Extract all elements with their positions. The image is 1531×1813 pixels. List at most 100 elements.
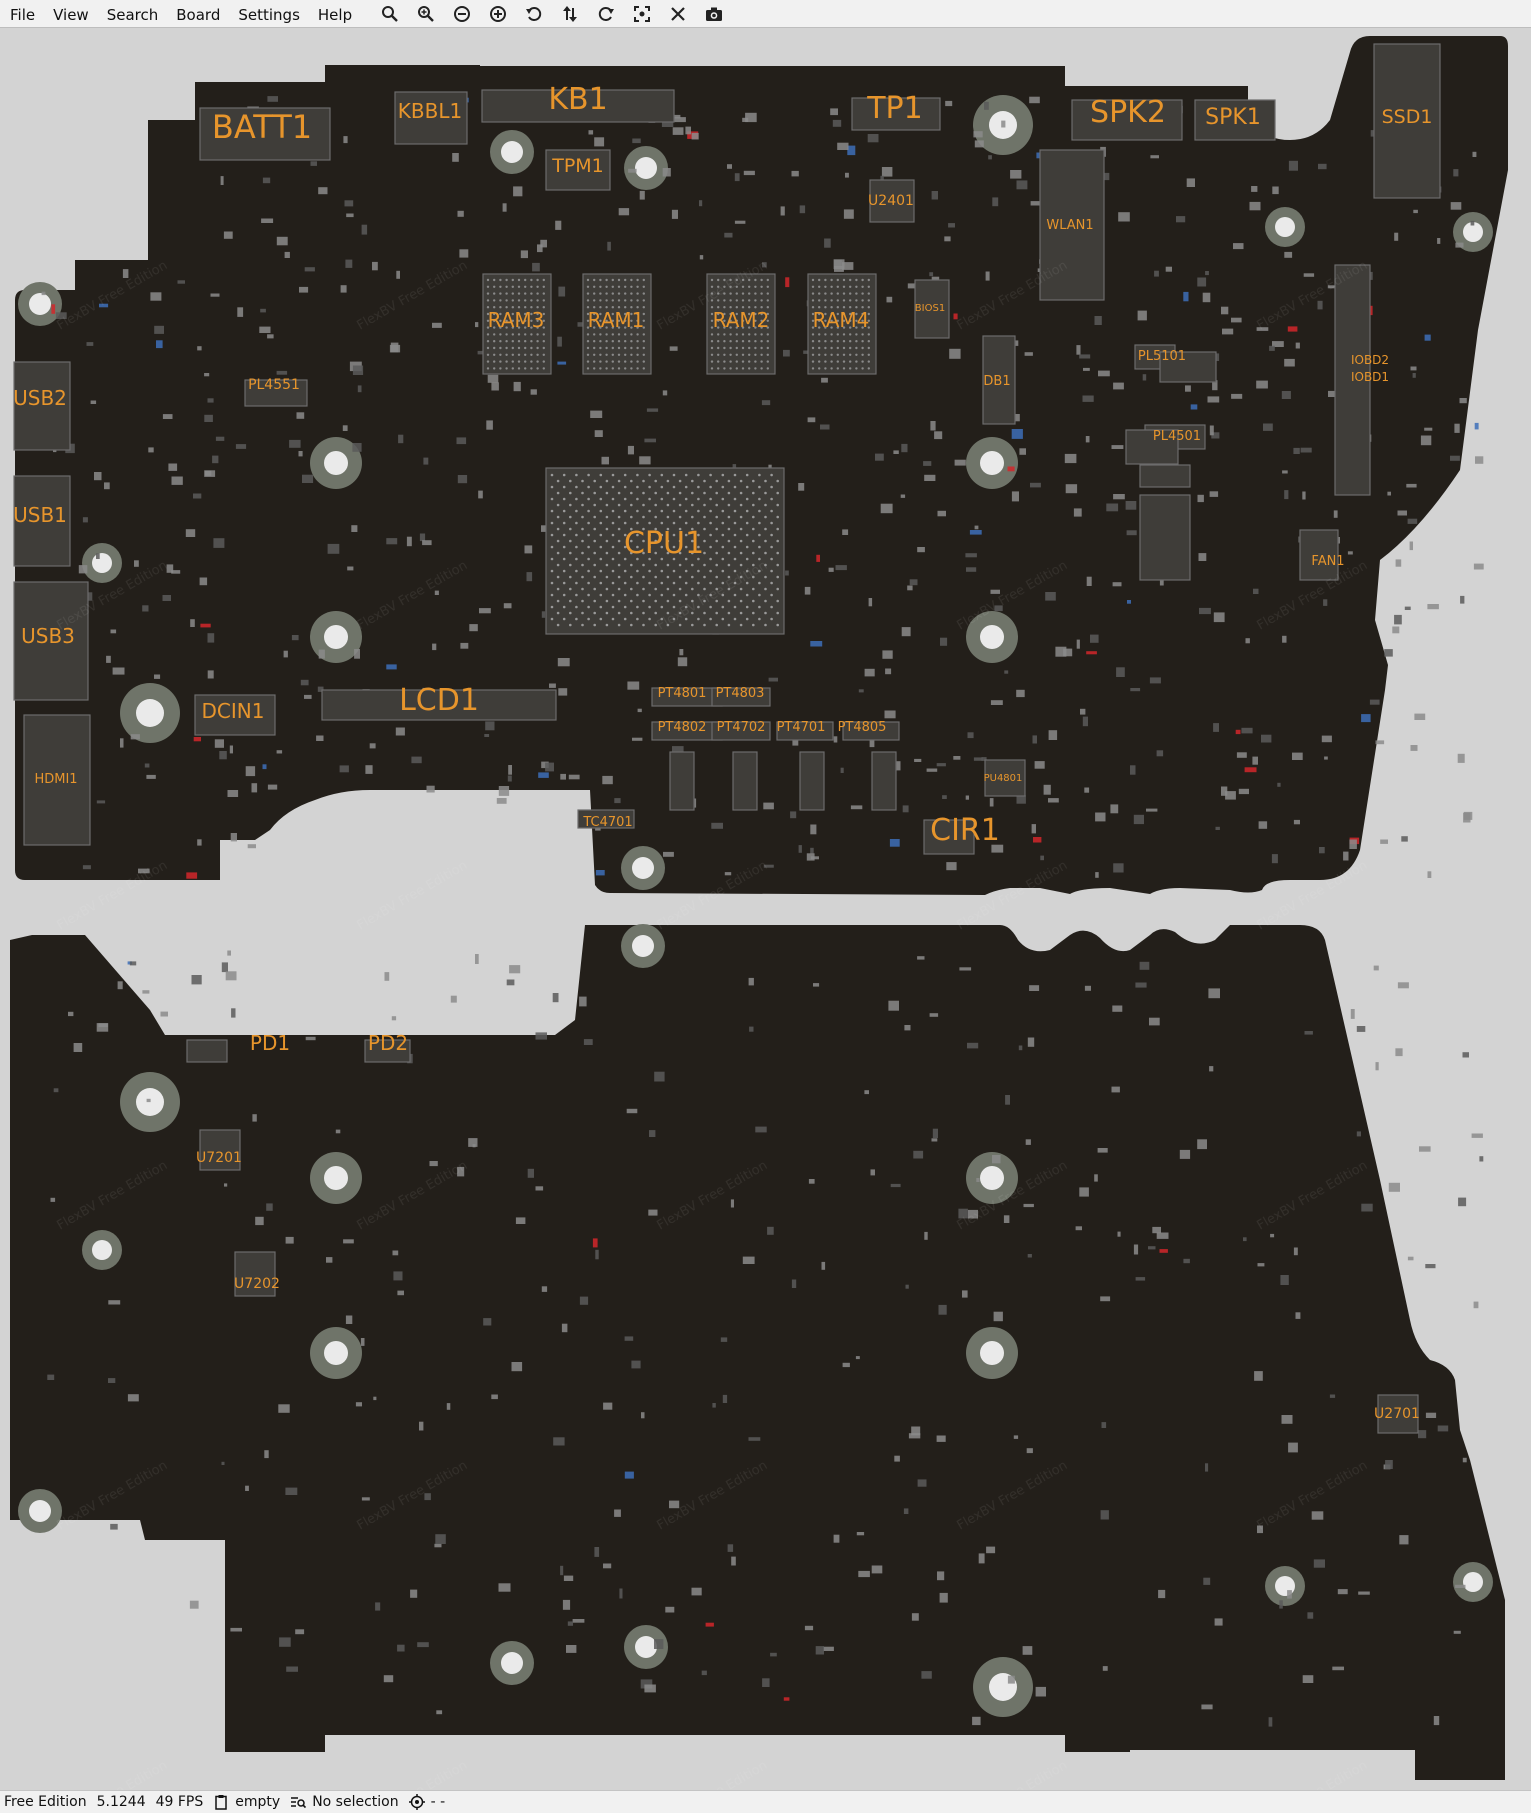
refdes-label[interactable]: IOBD2 [1351,353,1389,367]
bga-ball [499,346,502,350]
refdes-label[interactable]: PT4702 [717,720,766,735]
menu-file[interactable]: File [10,5,36,24]
bga-ball [836,326,839,329]
refdes-label[interactable]: PT4803 [716,686,765,701]
smd-component [1207,396,1220,403]
smd-component [914,758,922,762]
refdes-label[interactable]: PT4802 [658,720,707,735]
refdes-label[interactable]: USB1 [13,503,67,527]
refdes-label[interactable]: WLAN1 [1046,218,1093,233]
smd-component [197,839,202,846]
refdes-label[interactable]: PU4801 [984,773,1023,784]
refdes-label[interactable]: CIR1 [930,813,1000,848]
close-icon[interactable] [660,0,696,28]
refdes-label[interactable]: U7201 [196,1150,242,1166]
smd-component [446,1403,451,1410]
smd-component [1304,1031,1313,1035]
bga-ball [754,326,757,329]
smd-component [974,140,984,148]
zoom-out-icon[interactable] [444,0,480,28]
bga-ball [505,319,508,322]
bga-ball [836,285,839,288]
smd-component [648,1209,658,1216]
menu-help[interactable]: Help [317,5,353,24]
camera-icon[interactable] [696,0,732,28]
refdes-label[interactable]: PL4551 [248,377,300,393]
refdes-label[interactable]: RAM3 [488,308,545,332]
smd-component [929,1013,939,1017]
refdes-label[interactable]: RAM1 [588,308,645,332]
bga-ball [684,521,688,525]
smd-component [1086,651,1097,655]
refdes-label[interactable]: USB2 [13,386,67,410]
refdes-label[interactable]: PT4805 [838,720,887,735]
refdes-label[interactable]: HDMI1 [34,772,77,787]
refdes-label[interactable]: IOBD1 [1351,370,1389,384]
refdes-label[interactable]: U2701 [1374,1406,1420,1422]
smd-component [594,137,605,147]
refdes-label[interactable]: SPK2 [1090,95,1166,130]
refdes-label[interactable]: PT4801 [658,686,707,701]
refdes-label[interactable]: TPM1 [551,155,604,177]
bga-ball [624,360,627,363]
refdes-label[interactable]: KBBL1 [398,99,462,123]
refdes-label[interactable]: BATT1 [212,108,312,146]
refdes-label[interactable]: DB1 [983,374,1010,389]
refdes-label[interactable]: DCIN1 [202,699,265,723]
bga-ball [678,515,682,519]
bga-ball [493,285,496,288]
refdes-label[interactable]: U2401 [868,193,914,209]
refdes-label[interactable]: USB3 [21,624,75,648]
bga-ball [666,539,670,543]
smd-component [1450,202,1462,210]
refdes-label[interactable]: PL5101 [1138,349,1186,364]
bga-ball [486,292,490,295]
refdes-label[interactable]: FAN1 [1311,554,1344,569]
rotate-cw-icon[interactable] [588,0,624,28]
zoom-in-icon[interactable] [408,0,444,28]
flip-icon[interactable] [552,0,588,28]
bga-ball [709,473,712,477]
bga-ball [776,515,779,519]
menu-settings[interactable]: Settings [238,5,300,24]
refdes-label[interactable]: SSD1 [1382,106,1433,128]
refdes-label[interactable]: RAM4 [813,308,870,332]
smd-component [251,783,258,793]
refdes-label[interactable]: TP1 [866,91,923,126]
smd-component [699,255,704,260]
bga-ball [599,346,602,350]
bga-ball [733,485,737,489]
mounting-hole [1453,212,1493,252]
bga-ball [745,533,749,537]
refdes-label[interactable]: CPU1 [624,526,704,561]
bga-ball [709,485,712,489]
zoom-plus-icon[interactable] [480,0,516,28]
refdes-label[interactable]: TC4701 [582,815,632,830]
refdes-label[interactable]: PL4501 [1153,429,1201,444]
refdes-label[interactable]: BIOS1 [915,303,945,314]
refdes-label[interactable]: PD1 [250,1031,290,1055]
smd-component [1033,837,1042,843]
menu-search[interactable]: Search [106,5,159,24]
refdes-label[interactable]: U7202 [234,1276,280,1292]
refdes-label[interactable]: PT4701 [777,720,826,735]
menu-view[interactable]: View [53,5,89,24]
smd-component [1462,1457,1467,1463]
refdes-label[interactable]: SPK1 [1205,105,1261,130]
refdes-label[interactable]: PD2 [368,1031,408,1055]
menu-board[interactable]: Board [176,5,221,24]
smd-component [1414,713,1426,720]
refdes-label[interactable]: RAM2 [713,308,770,332]
bga-ball [849,333,852,336]
bga-ball [830,340,833,343]
fit-icon[interactable] [624,0,660,28]
rotate-ccw-icon[interactable] [516,0,552,28]
refdes-label[interactable]: LCD1 [399,683,479,718]
bga-ball [745,521,749,525]
bga-ball [587,533,590,537]
bga-ball [624,346,627,350]
refdes-label[interactable]: KB1 [548,82,607,117]
search-icon[interactable] [372,0,408,28]
